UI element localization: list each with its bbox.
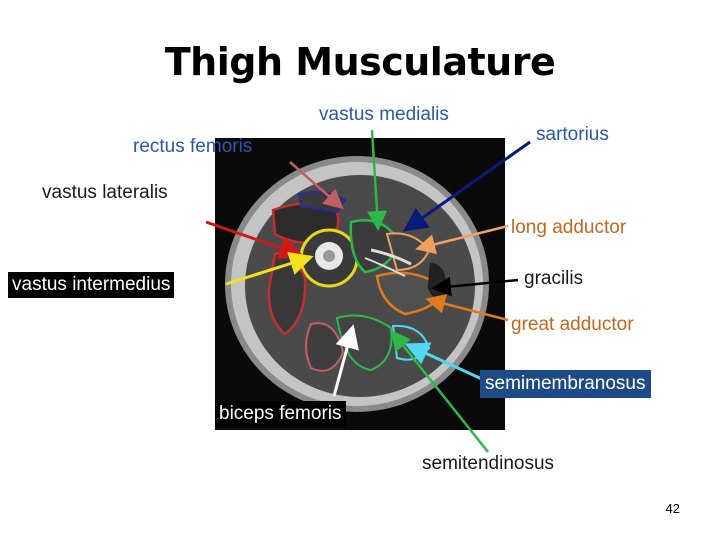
arrow-semitendinosus xyxy=(390,330,489,453)
label-biceps-femoris: biceps femoris xyxy=(215,401,346,427)
label-vastus-medialis: vastus medialis xyxy=(319,104,449,125)
label-semimembranosus: semimembranosus xyxy=(480,370,651,398)
arrow-gracilis xyxy=(431,276,519,297)
arrow-vastus-lateralis xyxy=(205,220,304,260)
label-vastus-lateralis: vastus lateralis xyxy=(42,182,168,203)
arrow-biceps-femoris xyxy=(332,324,359,397)
arrow-rectus-femoris xyxy=(289,161,344,210)
page-number: 42 xyxy=(665,501,680,516)
label-great-adductor: great adductor xyxy=(511,314,634,335)
arrow-semimembranosus xyxy=(404,342,485,382)
arrow-vastus-intermedius xyxy=(225,252,314,286)
label-long-adductor: long adductor xyxy=(511,217,627,238)
arrow-great-adductor xyxy=(425,294,509,322)
label-rectus-femoris: rectus femoris xyxy=(133,136,253,157)
slide-title: Thigh Musculature xyxy=(164,40,556,84)
label-sartorius: sartorius xyxy=(536,124,609,145)
arrow-sartorius xyxy=(403,140,531,232)
arrow-vastus-medialis xyxy=(367,129,388,231)
label-gracilis: gracilis xyxy=(524,268,584,289)
label-semitendinosus: semitendinosus xyxy=(422,453,555,474)
label-vastus-intermedius: vastus intermedius xyxy=(8,272,175,298)
arrow-long-adductor xyxy=(415,224,509,255)
